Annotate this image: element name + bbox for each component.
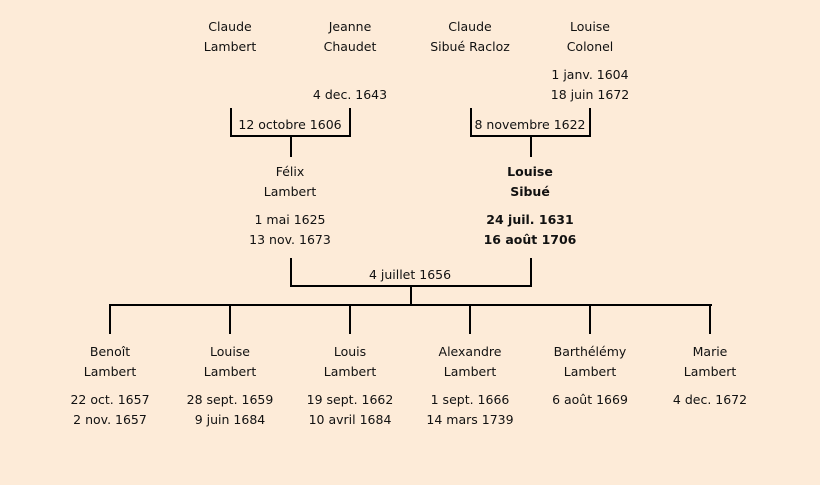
last-name: Lambert [323, 364, 377, 379]
birth-date: 6 août 1669 [552, 392, 628, 407]
first-name: Louis [333, 344, 367, 359]
connector-line [589, 304, 591, 334]
birth-date: 1 mai 1625 [254, 212, 326, 227]
birth-date: 1 sept. 1666 [430, 392, 510, 407]
connector-line [229, 304, 231, 334]
first-name: Louise [507, 164, 553, 179]
connector-line [290, 258, 292, 287]
connector-line [709, 304, 711, 334]
connector-line [349, 304, 351, 334]
birth-date [400, 65, 540, 85]
connector-line [349, 108, 351, 137]
last-name: Sibué Racloz [430, 39, 510, 54]
first-name: Alexandre [438, 344, 502, 359]
last-name: Lambert [263, 184, 317, 199]
last-name: Chaudet [323, 39, 377, 54]
last-name: Colonel [566, 39, 614, 54]
birth-date: 19 sept. 1662 [306, 392, 394, 407]
connector-line [290, 135, 292, 157]
death-date [520, 410, 660, 430]
first-name: Barthélémy [553, 344, 627, 359]
birth-date [160, 65, 300, 85]
last-name: Lambert [563, 364, 617, 379]
connector-line [230, 108, 232, 137]
death-date [640, 410, 780, 430]
connector-line [470, 108, 472, 137]
death-date: 16 août 1706 [483, 232, 577, 247]
first-name: Félix [275, 164, 305, 179]
death-date: 18 juin 1672 [550, 87, 630, 102]
birth-date: 22 oct. 1657 [70, 392, 150, 407]
first-name: Jeanne [328, 19, 372, 34]
death-date: 13 nov. 1673 [249, 232, 331, 247]
birth-date [280, 65, 420, 85]
death-date: 9 juin 1684 [194, 412, 266, 427]
connector-line [530, 135, 532, 157]
last-name: Sibué [510, 184, 550, 199]
last-name: Lambert [83, 364, 137, 379]
death-date [400, 85, 540, 105]
first-name: Claude [448, 19, 492, 34]
birth-date: 28 sept. 1659 [186, 392, 274, 407]
first-name: Claude [208, 19, 252, 34]
first-name: Louise [210, 344, 250, 359]
marriage-date: 12 octobre 1606 [238, 117, 342, 132]
first-name: Benoît [89, 344, 131, 359]
last-name: Lambert [203, 39, 257, 54]
marriage-date: 8 novembre 1622 [474, 117, 586, 132]
birth-date: 4 dec. 1672 [672, 392, 748, 407]
connector-line [109, 304, 712, 306]
death-date: 2 nov. 1657 [73, 412, 147, 427]
connector-line [109, 304, 111, 334]
connector-line [410, 285, 412, 306]
death-date: 10 avril 1684 [308, 412, 392, 427]
death-date: 14 mars 1739 [426, 412, 514, 427]
death-date [160, 85, 300, 105]
last-name: Lambert [443, 364, 497, 379]
first-name: Marie [692, 344, 728, 359]
first-name: Louise [570, 19, 610, 34]
connector-line [469, 304, 471, 334]
birth-date: 1 janv. 1604 [551, 67, 629, 82]
connector-line [530, 258, 532, 287]
connector-line [589, 108, 591, 137]
last-name: Lambert [683, 364, 737, 379]
death-date: 4 dec. 1643 [312, 87, 388, 102]
birth-date: 24 juil. 1631 [486, 212, 574, 227]
last-name: Lambert [203, 364, 257, 379]
marriage-date: 4 juillet 1656 [368, 267, 452, 282]
